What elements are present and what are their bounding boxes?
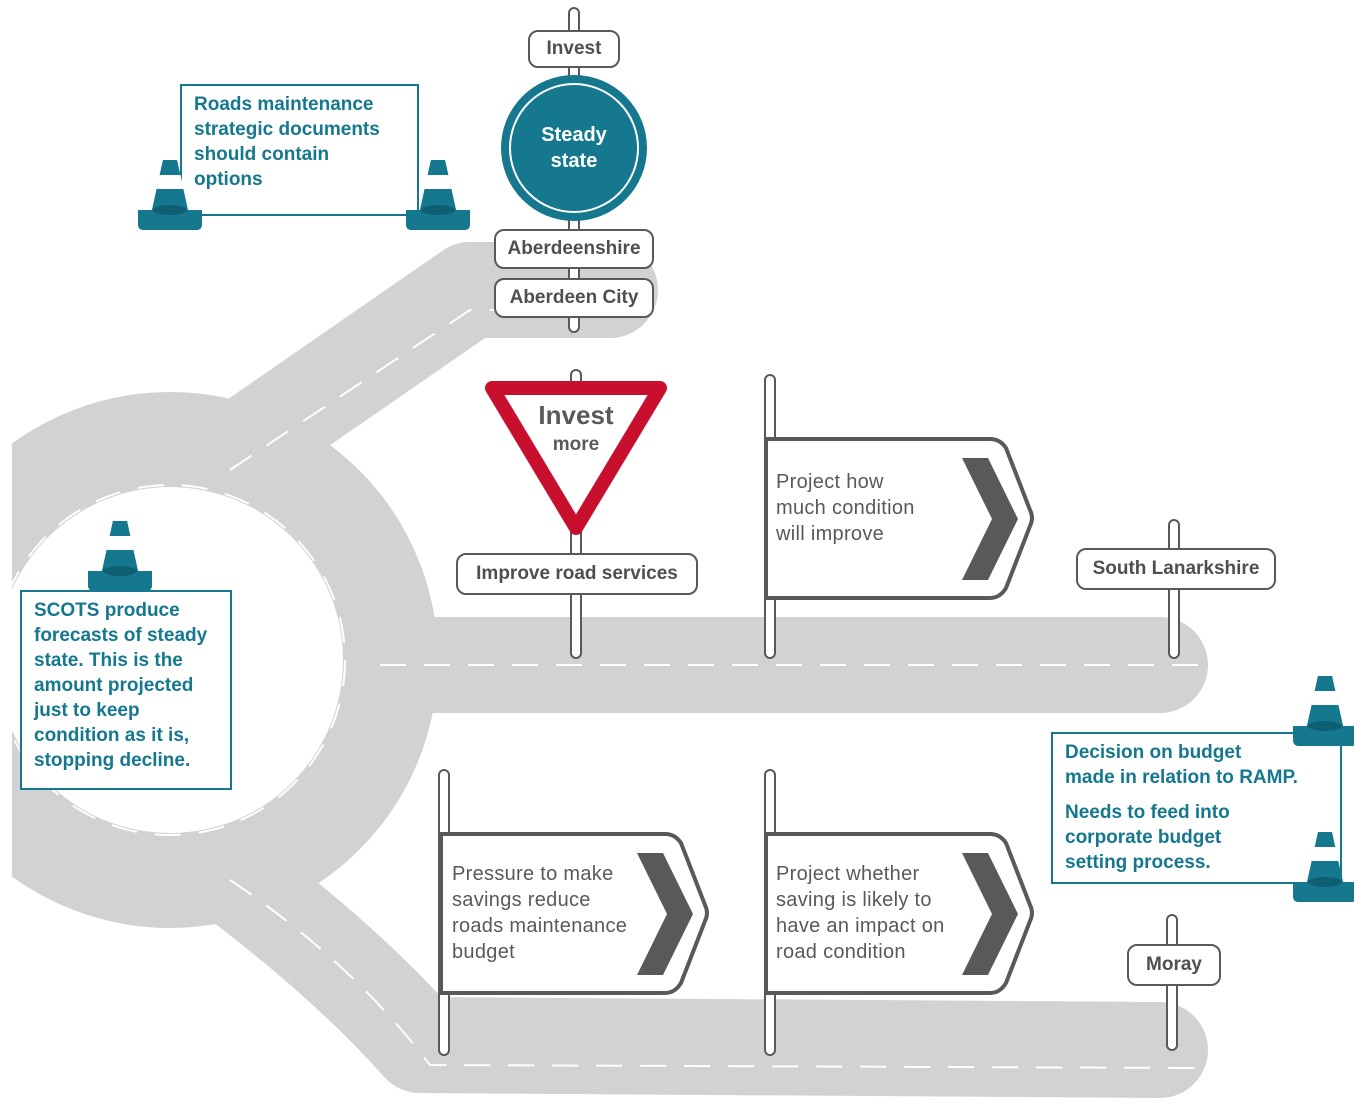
aberdeenshire-sign: Aberdeenshire: [494, 229, 654, 269]
strategic-documents-note: Roads maintenance strategic documents sh…: [180, 84, 419, 216]
note-line: corporate budget: [1065, 827, 1222, 848]
arrow-text-line: road condition: [776, 941, 906, 963]
note-line: options: [194, 169, 263, 190]
note-line: setting process.: [1065, 852, 1211, 873]
invest-sign: Invest: [528, 30, 620, 68]
steady-state-line: Steady: [541, 124, 607, 146]
note-line: amount projected: [34, 675, 194, 696]
note-line: forecasts of steady: [34, 625, 208, 646]
note-line: state. This is the: [34, 650, 183, 671]
round-sign-icon: [501, 75, 647, 221]
note-line: should contain: [194, 144, 330, 165]
arrow-text-line: will improve: [776, 523, 885, 545]
chevron-right-icon: [637, 458, 1018, 975]
steady-state-sign-text: Steady state: [514, 122, 634, 174]
note-paragraph: Needs to feed into corporate budget sett…: [1065, 800, 1328, 875]
project-improve-text: Project how much condition will improve: [776, 469, 915, 547]
aberdeen-city-sign: Aberdeen City: [494, 278, 654, 318]
note-line: Needs to feed into: [1065, 802, 1230, 823]
note-line: Roads maintenance: [194, 94, 374, 115]
project-saving-text: Project whether saving is likely to have…: [776, 861, 945, 965]
arrow-text-line: savings reduce: [452, 889, 591, 911]
arrow-text-line: Project whether: [776, 863, 920, 885]
arrow-sign-shapes: [439, 437, 1034, 995]
scots-note: SCOTS produce forecasts of steady state.…: [20, 590, 232, 790]
arrow-text-line: Pressure to make: [452, 863, 614, 885]
invest-more-title: Invest: [538, 400, 614, 430]
arrow-text-line: saving is likely to: [776, 889, 932, 911]
steady-state-line: state: [550, 150, 598, 172]
note-line: strategic documents: [194, 119, 380, 140]
note-line: SCOTS produce: [34, 600, 180, 621]
note-paragraph: Decision on budget made in relation to R…: [1065, 740, 1328, 790]
pressure-savings-text: Pressure to make savings reduce roads ma…: [452, 861, 627, 965]
arrow-text-line: Project how: [776, 471, 884, 493]
give-way-sign-icon: [485, 381, 667, 535]
arrow-text-line: budget: [452, 941, 515, 963]
arrow-text-line: roads maintenance: [452, 915, 628, 937]
note-line: stopping decline.: [34, 750, 191, 771]
south-lanarkshire-sign: South Lanarkshire: [1076, 548, 1276, 590]
budget-decision-note: Decision on budget made in relation to R…: [1051, 732, 1342, 884]
note-line: condition as it is,: [34, 725, 190, 746]
note-line: made in relation to RAMP.: [1065, 767, 1298, 788]
arrow-text-line: have an impact on: [776, 915, 945, 937]
moray-sign: Moray: [1127, 944, 1221, 986]
improve-road-services-sign: Improve road services: [456, 553, 698, 595]
note-line: Decision on budget: [1065, 742, 1242, 763]
arrow-text-line: much condition: [776, 497, 915, 519]
note-line: just to keep: [34, 700, 140, 721]
invest-more-subtitle: more: [552, 434, 600, 455]
